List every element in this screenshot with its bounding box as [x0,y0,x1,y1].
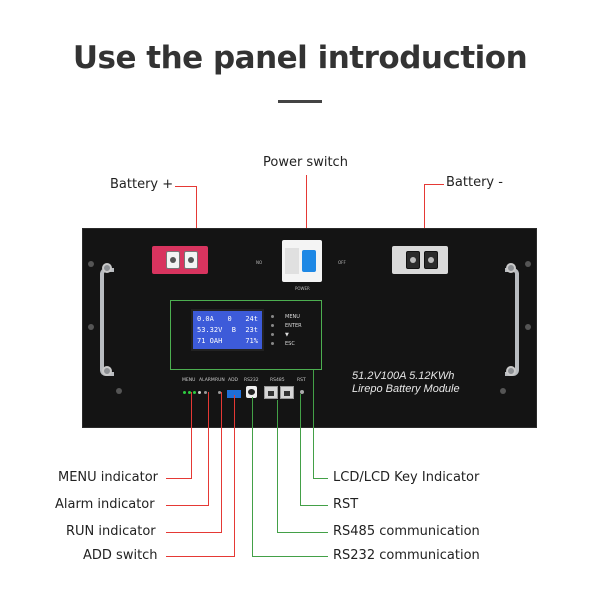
label-rs232: RS232 [244,378,259,383]
leader-battery-plus-h [175,186,197,187]
label-rs485: RS485 [270,378,285,383]
screw [525,261,531,267]
screw [525,324,531,330]
callout-rst: RST [333,497,359,512]
terminal-bolt-icon [406,251,420,269]
leader-power-switch [306,175,307,240]
callout-rs485: RS485 communication [333,524,480,539]
lcd-key-dot[interactable] [271,333,274,336]
left-handle[interactable] [100,268,114,376]
power-switch[interactable] [282,240,322,282]
breaker-off-label: OFF [338,260,346,265]
callout-battery-minus: Battery - [446,175,503,190]
leader-run-h [166,532,222,533]
leader-alarm-h [166,505,209,506]
label-run: RUN [215,378,225,383]
lcd-row: 53.32V B 23t [197,326,258,334]
callout-battery-plus: Battery + [110,177,174,192]
callout-add-switch: ADD switch [83,548,158,563]
handle-knob [506,366,516,376]
alarm-led [204,391,207,394]
key-menu[interactable]: MENU [285,314,300,320]
terminal-bolt-icon [184,251,198,269]
right-handle[interactable] [505,268,519,376]
positive-terminal[interactable] [152,246,208,274]
leader-rs232-h [252,556,328,557]
leader-menu-h [166,478,192,479]
handle-knob [102,263,112,273]
rs232-port[interactable] [246,386,257,398]
leader-add-v [234,395,235,556]
leader-menu-v [191,392,192,478]
lcd-row: 0.0A 0 24t [197,315,258,323]
title-underline [278,100,322,103]
handle-knob [506,263,516,273]
leader-rst-h [300,505,328,506]
key-down[interactable]: ▼ [285,332,289,338]
module-label: 51.2V100A 5.12KWh Lirepo Battery Module [352,370,460,396]
negative-terminal[interactable] [392,246,448,274]
rst-button[interactable] [300,390,304,394]
label-rst: RST [297,378,306,383]
lcd-key-dot[interactable] [271,324,274,327]
run-led [218,391,221,394]
lcd-key-dot[interactable] [271,342,274,345]
leader-battery-minus-h [424,184,444,185]
rs485-port[interactable] [264,386,278,399]
callout-menu-indicator: MENU indicator [58,470,159,485]
module-spec: 51.2V100A 5.12KWh [352,370,455,382]
rs485-port[interactable] [280,386,294,399]
key-esc[interactable]: ESC [285,341,295,347]
handle-knob [102,366,112,376]
lcd-screen: 0.0A 0 24t 53.32V B 23t 71 OAH 71% [191,309,264,351]
leader-rs232-v [252,397,253,556]
terminal-bolt-icon [166,251,180,269]
callout-power-switch: Power switch [263,155,348,170]
screw [88,324,94,330]
callout-alarm-indicator: Alarm indicator [55,497,155,512]
label-menu: MENU [182,378,196,383]
lcd-key-labels: MENU ENTER ▼ ESC [285,313,302,349]
leader-rs485-v [277,400,278,532]
menu-led [183,391,186,394]
key-enter[interactable]: ENTER [285,323,302,329]
terminal-bolt-icon [424,251,438,269]
screw [116,388,122,394]
leader-lcd-h [313,478,328,479]
leader-lcd-v [313,370,314,478]
page-title: Use the panel introduction [72,40,528,76]
leader-add-h [166,556,235,557]
menu-led [193,391,196,394]
breaker-lever[interactable] [302,250,316,272]
lcd-key-dot[interactable] [271,315,274,318]
leader-battery-plus-v [196,186,197,246]
menu-led [198,391,201,394]
label-alarm: ALARM [199,378,215,383]
leader-rst-v [300,394,301,505]
leader-rs485-h [277,532,328,533]
battery-module: NO OFF POWER 0.0A 0 24t 53.32V B 23t 71 … [82,228,537,428]
module-brand: Lirepo Battery Module [352,383,460,395]
screw [88,261,94,267]
callout-lcd-key-indicator: LCD/LCD Key Indicator [333,470,480,485]
screw [500,388,506,394]
callout-run-indicator: RUN indicator [66,524,156,539]
leader-battery-minus-v [424,184,425,246]
breaker-label [285,248,299,274]
menu-led [188,391,191,394]
breaker-on-label: NO [256,260,263,265]
callout-rs232: RS232 communication [333,548,480,563]
leader-run-v [221,392,222,532]
leader-alarm-v [208,392,209,505]
lcd-row: 71 OAH 71% [197,337,258,345]
lcd-panel: 0.0A 0 24t 53.32V B 23t 71 OAH 71% MENU … [170,300,322,370]
add-dip-switch[interactable] [227,390,241,398]
label-add: ADD [228,378,239,383]
breaker-power-label: POWER [295,286,310,291]
